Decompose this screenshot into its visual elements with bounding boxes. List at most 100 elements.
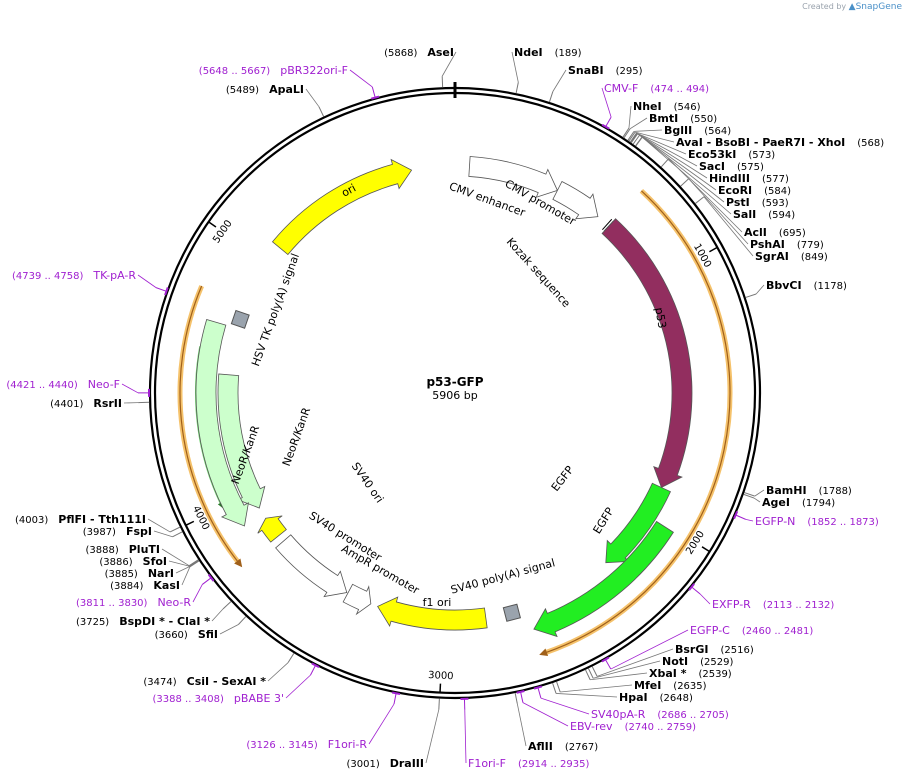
enzyme-pflfi-tth111i-34-stub [169,526,181,533]
primer-sv40pa-r-9-stub [537,687,542,699]
enzyme-sfoi-31-pos: (3886) [99,557,132,568]
enzyme-saci-8: SacI(575) [699,160,764,173]
enzyme-bmti-4: BmtI(550) [649,112,717,125]
enzyme-pshai-14-pos: (779) [797,240,824,251]
primer-tk-pa-r-2-leader [137,274,157,288]
primer-f1ori-r-6: F1ori-R (3126 .. 3145) [246,738,367,751]
enzyme-pluti-32-leader [161,548,190,567]
primer-sv40pa-r-9-name: SV40pA-R [591,708,646,721]
tick-mark [709,246,718,253]
snapgene-logo: ▲SnapGene [848,2,902,12]
enzyme-bmti-4-stub [623,128,631,139]
site-leader-lines [121,51,765,764]
enzyme-noti-20: NotI(2529) [662,655,733,668]
enzyme-kasi-29-pos: (3884) [110,581,143,592]
tick-mark [185,520,195,527]
center-title: p53-GFP 5906 bp [426,375,483,402]
enzyme-snabi-2-leader [552,69,567,92]
primer-tk-pa-r-2-stub [155,287,167,292]
primer-tk-pa-r-2-mark [164,287,169,296]
plasmid-name: p53-GFP [426,375,483,389]
feat-kozak-sequence-2 [602,218,613,230]
enzyme-agei-18-name: AgeI [762,496,790,509]
primer-labels: pBR322ori-F(5648 .. 5667)CMV-F(474 .. 49… [6,64,879,770]
enzyme-kasi-29-leader [181,566,191,586]
plasmid-size: 5906 bp [432,389,477,402]
enzyme-saci-8-stub [630,133,638,143]
enzyme-ecori-10-stub [632,134,640,145]
primer-egfp-c-10-mark [601,656,610,663]
primer-egfp-n-12-mark [733,510,739,520]
feat-f1-ori-7-label: f1 ori [423,596,452,609]
enzyme-fspi-33-stub [172,531,183,538]
enzyme-bmti-4-leader [629,117,648,130]
enzyme-eco53ki-7-pos: (573) [748,150,775,161]
primer-sv40pa-r-9-mark [533,685,543,690]
feat-ampr-promoter-8 [342,583,372,616]
primer-sv40pa-r-9: SV40pA-R (2686 .. 2705) [591,708,729,721]
primer-exfp-r-11-mark [688,583,695,591]
primer-neo-r-4-name: Neo-R [157,596,191,609]
enzyme-asei-0-name: AseI [427,46,454,59]
enzyme-bsrgi-19-pos: (2516) [720,645,753,656]
enzyme-bamhi-17-name: BamHI [766,484,807,497]
enzyme-apali-36-leader [305,88,320,107]
enzyme-avai-bsobi-paer7i-xhoi-6: AvaI - BsoBI - PaeR7I - XhoI(568) [676,136,884,149]
enzyme-apali-36-pos: (5489) [226,85,259,96]
primer-pbabe-3-5-pos: (3388 .. 3408) [153,694,225,705]
primer-pbr322ori-f-0: pBR322ori-F(5648 .. 5667) [199,64,348,77]
feat-p53-3-label: p53 [652,306,668,329]
enzyme-aflii-24: AflII (2767) [528,740,598,753]
enzyme-bglii-5-name: BglII [664,124,692,137]
enzyme-eco53ki-7: Eco53kI(573) [688,148,775,161]
enzyme-sfii-27: SfiI(3660) [155,628,218,641]
enzyme-bbvci-16-stub [745,293,757,298]
enzyme-sali-12: SalI(594) [733,208,795,221]
enzyme-sfoi-31-leader [168,560,190,567]
primer-neo-r-4-leader [192,584,203,603]
enzyme-psti-11: PstI(593) [726,196,789,209]
orf-arc [544,190,731,654]
primer-pbabe-3-5-name: pBABE 3' [234,692,284,705]
feat-ori-14-label: ori [339,181,358,199]
primer-f1ori-r-6-name: F1ori-R [328,738,368,751]
enzyme-sfii-27-stub [238,616,247,625]
primer-sv40pa-r-9-pos: (2686 .. 2705) [657,710,729,721]
primer-egfp-n-12: EGFP-N(1852 .. 1873) [755,515,879,528]
primer-egfp-n-12-name: EGFP-N [755,515,795,528]
tick-label: 5000 [211,218,235,245]
primer-f1ori-r-6-stub [393,693,397,705]
enzyme-agei-18: AgeI(1794) [762,496,835,509]
feat-sv40-ori-10-label: SV40 ori [349,460,386,505]
enzyme-pshai-14-leader [688,178,749,245]
enzyme-hindiii-9-stub [630,133,639,144]
enzyme-psti-11-leader [641,136,725,203]
feat-f1-ori-7 [377,596,488,631]
feat-egfp-5-label: EGFP [591,505,617,536]
enzyme-aflii-24-name: AflII [528,740,553,753]
enzyme-sfoi-31-stub [189,559,200,567]
enzyme-nari-30: NarI(3885) [105,567,174,580]
enzyme-bbvci-16-pos: (1178) [814,281,847,292]
enzyme-apali-36: ApaLI(5489) [226,83,304,96]
enzyme-aflii-24-pos: (2767) [565,742,598,753]
primer-exfp-r-11-name: EXFP-R [712,598,751,611]
enzyme-xbai-21-name: XbaI * [649,667,687,680]
enzyme-hpai-23-leader [556,693,618,698]
credit: Created by ▲SnapGene [802,2,902,12]
primer-egfp-c-10-stub [604,659,612,670]
enzyme-pflfi-tth111i-34: PflFI - Tth111I(4003) [15,513,146,526]
primer-neo-r-4-pos: (3811 .. 3830) [76,598,148,609]
primer-tk-pa-r-2-name: TK-pA-R [92,269,136,282]
primer-exfp-r-11-leader [699,593,711,605]
enzyme-bspdi-clai-28-stub [222,601,232,610]
enzyme-pluti-32-pos: (3888) [85,545,118,556]
enzyme-pluti-32-name: PluTI [129,543,160,556]
enzyme-avai-bsobi-paer7i-xhoi-6-pos: (568) [857,138,884,149]
enzyme-saci-8-name: SacI [699,160,725,173]
enzyme-sali-12-leader [641,136,732,215]
primer-pbr322ori-f-0-stub [371,86,376,98]
enzyme-nhei-3-name: NheI [633,100,662,113]
primer-f1ori-r-6-pos: (3126 .. 3145) [246,740,318,751]
primer-tk-pa-r-2: TK-pA-R(4739 .. 4758) [12,269,136,282]
